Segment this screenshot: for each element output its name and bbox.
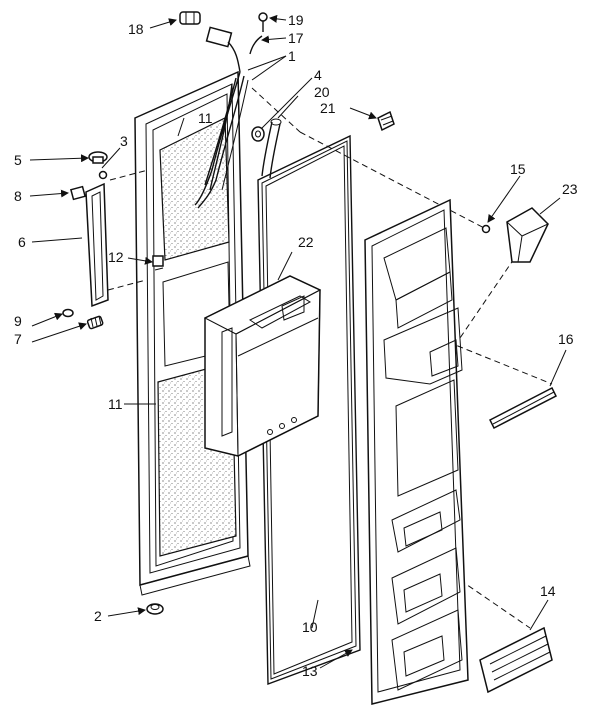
handle-cap <box>88 151 108 164</box>
dispenser-housing <box>203 275 322 457</box>
door-liner <box>364 198 469 705</box>
callout-numbers: 18 19 17 1 4 20 21 11 3 5 8 6 12 9 7 11 … <box>14 12 578 679</box>
callout-23: 23 <box>562 181 578 197</box>
liner-shelf-1 <box>391 489 461 553</box>
callout-21: 21 <box>320 100 336 116</box>
callout-17: 17 <box>288 30 304 46</box>
callout-14: 14 <box>540 583 556 599</box>
wire-connector <box>205 26 241 73</box>
insulation-top <box>159 117 230 261</box>
callout-22: 22 <box>298 234 314 250</box>
spring-7 <box>86 315 104 330</box>
shelf-retainer-16 <box>488 386 558 430</box>
liner-shelf-2 <box>391 547 461 625</box>
callout-13: 13 <box>302 663 318 679</box>
callout-19: 19 <box>288 12 304 28</box>
callout-20: 20 <box>314 84 330 100</box>
screw-15 <box>481 224 491 234</box>
liner-dispenser-recess <box>383 307 463 385</box>
callout-8: 8 <box>14 188 22 204</box>
callout-11-top: 11 <box>198 110 213 126</box>
callout-9: 9 <box>14 313 22 329</box>
callout-18: 18 <box>128 21 144 37</box>
hinge-bushing <box>179 11 201 25</box>
callout-11-bottom: 11 <box>108 396 123 412</box>
plug-4 <box>251 126 265 142</box>
callout-6: 6 <box>18 234 26 250</box>
shelf-bar-14 <box>479 626 553 694</box>
door-gasket <box>257 134 361 685</box>
tube-20 <box>261 121 273 177</box>
liner-shelf-3 <box>391 609 463 691</box>
leader-lines <box>29 14 567 669</box>
wire-17 <box>249 35 263 55</box>
screw-12 <box>152 255 164 271</box>
callout-4: 4 <box>314 67 322 83</box>
foot-glide <box>146 603 164 615</box>
door-panel <box>134 70 251 596</box>
callout-1: 1 <box>288 48 296 64</box>
wire-harness <box>194 71 249 209</box>
screw-19 <box>258 12 268 32</box>
callout-3: 3 <box>120 133 128 149</box>
callout-12: 12 <box>108 249 124 265</box>
ice-chute <box>506 207 549 263</box>
door-handle <box>85 182 109 308</box>
clip-8 <box>69 185 87 201</box>
callout-5: 5 <box>14 152 22 168</box>
callout-16: 16 <box>558 331 574 347</box>
callout-2: 2 <box>94 608 102 624</box>
callout-7: 7 <box>14 331 22 347</box>
screw-3 <box>98 170 108 180</box>
callout-15: 15 <box>510 161 526 177</box>
callout-10: 10 <box>302 619 318 635</box>
screw-9 <box>62 308 74 318</box>
cap-21 <box>377 110 395 132</box>
